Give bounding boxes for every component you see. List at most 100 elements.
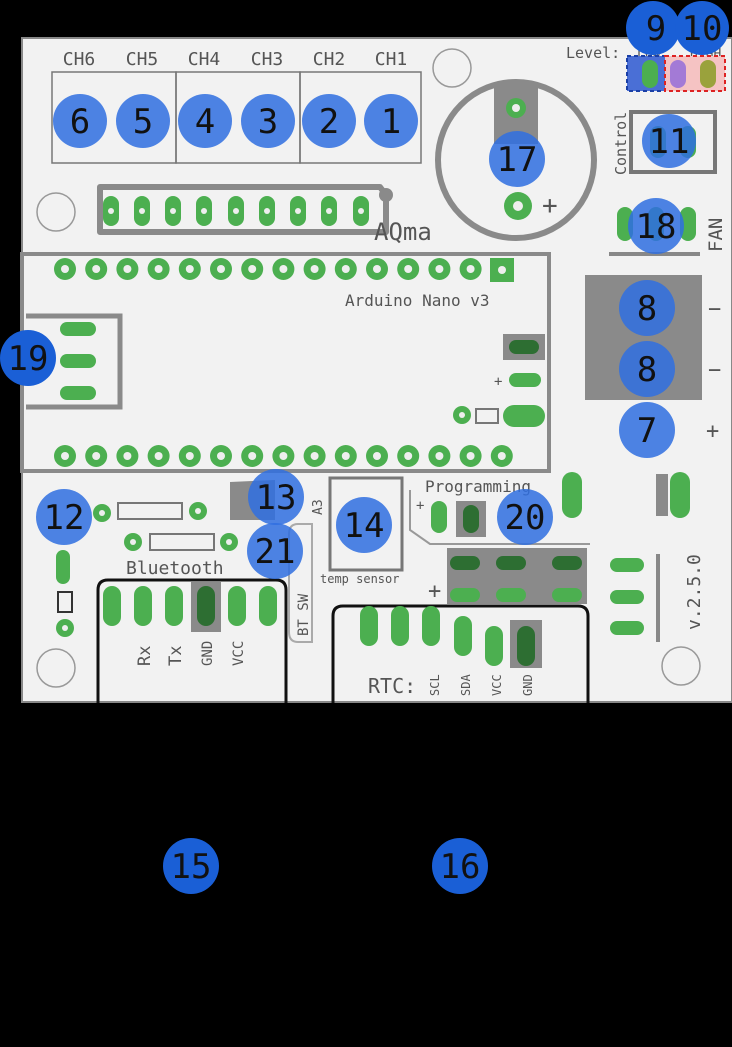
marker-label: 12 bbox=[44, 498, 85, 538]
header-pin-hole bbox=[435, 265, 444, 273]
marker-6: 6 bbox=[53, 94, 107, 148]
header-pin-hole bbox=[154, 452, 163, 460]
channel-label: CH3 bbox=[251, 49, 284, 70]
header-pin-hole bbox=[185, 265, 194, 273]
marker-16: 16 bbox=[432, 838, 488, 894]
header-pin-hole bbox=[497, 452, 506, 460]
marker-5: 5 bbox=[116, 94, 170, 148]
mounting-hole bbox=[36, 648, 76, 688]
marker-label: 2 bbox=[319, 102, 339, 142]
a3-label: A3 bbox=[311, 499, 326, 515]
header-pin-hole bbox=[310, 452, 319, 460]
header-pin-hole bbox=[341, 265, 350, 273]
bt-sw-label: BT SW bbox=[296, 593, 312, 636]
level-label: Level: bbox=[566, 44, 620, 62]
temp-sensor-label: temp sensor bbox=[320, 572, 399, 586]
marker-3: 3 bbox=[241, 94, 295, 148]
rtc-label: RTC: bbox=[368, 674, 416, 698]
callout-markers: 6 5 4 3 2 1 17 9 10 11 18 8 8 7 19 12 13… bbox=[0, 1, 729, 894]
power-minus-label: − bbox=[708, 358, 721, 383]
marker-19: 19 bbox=[0, 330, 56, 386]
marker-2: 2 bbox=[302, 94, 356, 148]
header-plus-label: + bbox=[428, 579, 441, 604]
marker-9: 9 bbox=[626, 1, 680, 55]
channel-terminals: CH6 CH5 CH4 CH3 CH2 CH1 bbox=[51, 49, 422, 164]
marker-label: 3 bbox=[258, 102, 278, 142]
power-plus-label: + bbox=[706, 419, 719, 444]
header-pin-hole bbox=[373, 265, 381, 273]
header-pin-hole bbox=[404, 265, 413, 273]
capacitor-plus-label: + bbox=[542, 191, 558, 221]
header-pin-hole bbox=[466, 452, 475, 460]
marker-label: 15 bbox=[171, 847, 212, 887]
plus-label: + bbox=[494, 374, 502, 390]
header-pin-hole bbox=[92, 265, 101, 273]
marker-12: 12 bbox=[36, 489, 92, 545]
header-pin-hole bbox=[341, 452, 350, 460]
capacitor: + bbox=[435, 79, 597, 241]
marker-label: 9 bbox=[646, 9, 666, 49]
marker-label: 4 bbox=[195, 102, 215, 142]
header-pin-hole bbox=[123, 265, 132, 273]
bt-pin-label: Rx bbox=[135, 646, 155, 666]
marker-7: 7 bbox=[619, 402, 675, 458]
mounting-hole bbox=[661, 646, 701, 686]
channel-label: CH2 bbox=[313, 49, 346, 70]
level-jumper: Level: LOW HIGH bbox=[566, 44, 726, 92]
brand-label: AQma bbox=[374, 218, 432, 246]
header-pin-hole bbox=[185, 452, 194, 460]
lower-components: A3 BT SW bbox=[56, 480, 326, 643]
marker-11: 11 bbox=[642, 114, 696, 168]
header-pin-hole bbox=[217, 452, 225, 460]
marker-20: 20 bbox=[497, 489, 553, 545]
channel-label: CH6 bbox=[63, 49, 96, 70]
header-pin-hole bbox=[404, 452, 413, 460]
temp-sensor: temp sensor bbox=[320, 476, 404, 586]
header-pin-hole bbox=[123, 452, 132, 460]
header-pin-hole bbox=[61, 265, 69, 273]
bluetooth-module: Bluetooth Rx Tx GND VCC bbox=[96, 558, 288, 703]
mounting-holes bbox=[36, 48, 701, 688]
marker-label: 8 bbox=[637, 289, 657, 329]
marker-label: 20 bbox=[505, 498, 546, 538]
marker-15: 15 bbox=[163, 838, 219, 894]
bluetooth-label: Bluetooth bbox=[126, 558, 224, 579]
marker-label: 10 bbox=[682, 9, 723, 49]
header-pin-hole bbox=[279, 452, 288, 460]
marker-label: 6 bbox=[70, 102, 90, 142]
programming-plus-label: + bbox=[416, 498, 424, 514]
fan-label: FAN bbox=[705, 218, 727, 252]
bt-pin-label: Tx bbox=[166, 646, 186, 666]
mounting-hole bbox=[432, 48, 472, 88]
header-pin-hole bbox=[92, 452, 101, 460]
programming-label: Programming bbox=[425, 477, 531, 496]
marker-10: 10 bbox=[675, 1, 729, 55]
marker-label: 8 bbox=[637, 350, 657, 390]
header-pin-hole bbox=[217, 265, 225, 273]
header-pin-hole bbox=[279, 265, 288, 273]
marker-label: 11 bbox=[649, 122, 690, 162]
marker-14: 14 bbox=[336, 497, 392, 553]
rtc-pin-label: GND bbox=[521, 674, 535, 696]
marker-label: 14 bbox=[344, 506, 385, 546]
version-label: v.2.5.0 bbox=[684, 554, 705, 630]
marker-label: 5 bbox=[133, 102, 153, 142]
header-pin-hole bbox=[435, 452, 444, 460]
arduino-nano: Arduino Nano v3 + bbox=[20, 252, 551, 473]
marker-1: 1 bbox=[364, 94, 418, 148]
marker-13: 13 bbox=[248, 469, 304, 525]
marker-4: 4 bbox=[178, 94, 232, 148]
marker-18: 18 bbox=[628, 198, 684, 254]
channel-label: CH4 bbox=[188, 49, 221, 70]
bt-pin-label: VCC bbox=[231, 641, 247, 666]
rtc-pin-label: VCC bbox=[490, 674, 504, 696]
programming-header: Programming + + v.2.5.0 bbox=[409, 472, 705, 642]
marker-21: 21 bbox=[247, 523, 303, 579]
control-label: Control bbox=[612, 112, 630, 175]
bt-pin-label: GND bbox=[200, 641, 216, 666]
header-pin-hole bbox=[310, 265, 319, 273]
channel-label: CH1 bbox=[375, 49, 408, 70]
marker-label: 21 bbox=[255, 532, 296, 572]
header-pin-hole bbox=[248, 452, 257, 460]
